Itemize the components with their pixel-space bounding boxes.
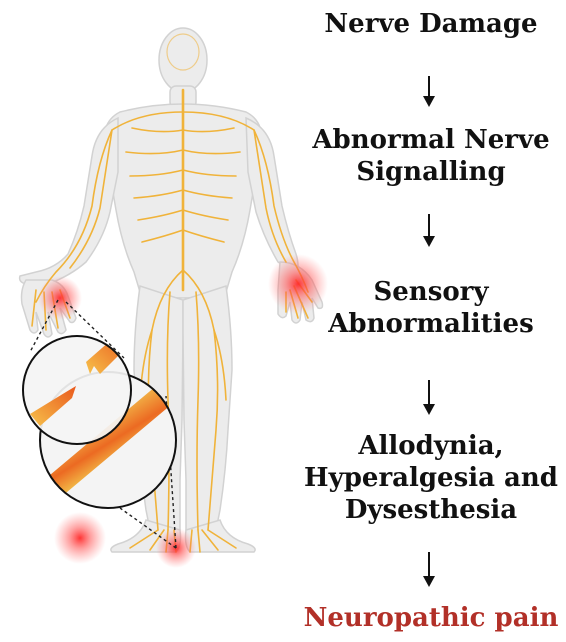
step-line: Nerve Damage	[300, 8, 562, 40]
step-line: Sensory	[300, 276, 562, 308]
step-line: Hyperalgesia and	[300, 462, 562, 494]
down-arrow-icon	[421, 550, 437, 588]
step-neuropathic-pain: Neuropathic pain	[300, 602, 562, 634]
step-line: Dysesthesia	[300, 494, 562, 526]
down-arrow-icon	[421, 74, 437, 108]
step-line: Abnormal Nerve	[300, 124, 562, 156]
step-nerve-damage: Nerve Damage	[300, 8, 562, 40]
step-allodynia-hyperalgesia-dysesthesia: Allodynia, Hyperalgesia and Dysesthesia	[300, 430, 562, 526]
down-arrow-icon	[421, 212, 437, 248]
pain-spot	[38, 276, 82, 320]
step-line: Abnormalities	[300, 308, 562, 340]
pain-spot	[54, 512, 106, 564]
step-line: Signalling	[300, 156, 562, 188]
step-abnormal-nerve-signalling: Abnormal Nerve Signalling	[300, 124, 562, 188]
step-sensory-abnormalities: Sensory Abnormalities	[300, 276, 562, 340]
damaged-nerve-magnifier	[23, 334, 131, 444]
step-line: Neuropathic pain	[300, 602, 562, 634]
step-line: Allodynia,	[300, 430, 562, 462]
down-arrow-icon	[421, 378, 437, 416]
